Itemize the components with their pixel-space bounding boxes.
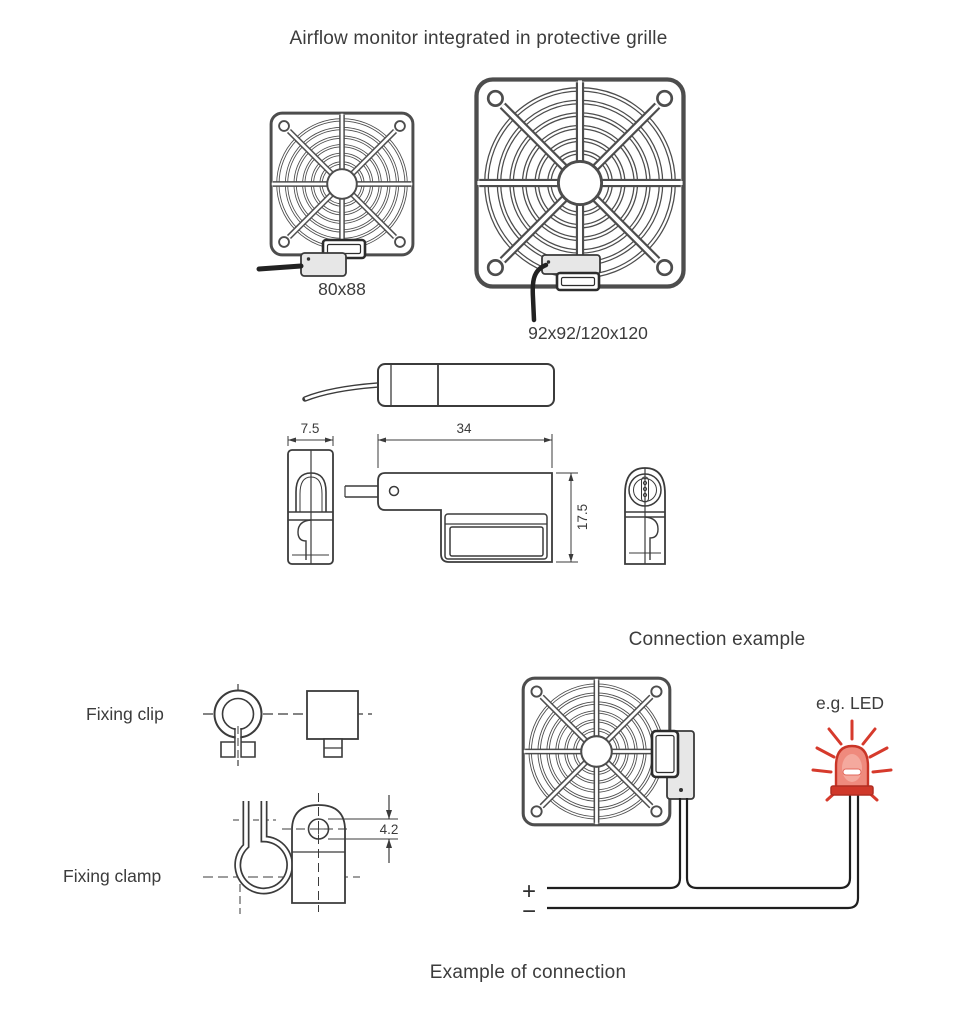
large-protective-grille-drawing bbox=[465, 70, 700, 323]
fixing-clip-drawing bbox=[203, 684, 372, 766]
clip-side-view bbox=[306, 690, 359, 740]
footer-caption: Example of connection bbox=[429, 962, 627, 983]
fixing-clamp-label: Fixing clamp bbox=[63, 866, 162, 886]
small-grille-size-label: 80x88 bbox=[318, 279, 366, 299]
airflow-monitor-icon bbox=[541, 254, 601, 275]
dim-height-label: 17.5 bbox=[575, 504, 590, 530]
airflow-monitor-icon bbox=[300, 252, 347, 277]
dimension-arrows bbox=[288, 437, 574, 562]
monitor-body-icon bbox=[377, 363, 555, 407]
connection-diagram: + − bbox=[505, 665, 893, 925]
small-protective-grille-drawing bbox=[256, 104, 430, 277]
monitor-clip-icon bbox=[555, 271, 601, 292]
airflow-monitor-top-view-drawing bbox=[302, 363, 555, 407]
connection-wires bbox=[547, 794, 860, 910]
dim-width-label: 7.5 bbox=[301, 421, 320, 436]
dim-length-label: 34 bbox=[456, 421, 472, 436]
fixing-clamp-drawing: 4.2 bbox=[203, 793, 403, 914]
large-grille-size-label: 92x92/120x120 bbox=[528, 323, 648, 343]
led-label: e.g. LED bbox=[815, 693, 885, 713]
plus-terminal-label: + bbox=[522, 878, 536, 905]
monitor-clip-icon bbox=[650, 729, 680, 779]
led-icon bbox=[830, 744, 874, 796]
dimension-drawing: 7.5 34 17.5 bbox=[287, 421, 666, 565]
clip-foot-icon bbox=[240, 728, 256, 758]
minus-terminal-label: − bbox=[522, 898, 536, 925]
hole-dimension-label: 4.2 bbox=[380, 822, 399, 837]
connection-heading: Connection example bbox=[628, 629, 806, 650]
fixing-clip-label: Fixing clip bbox=[86, 704, 164, 724]
monitor-cable-icon bbox=[530, 262, 549, 323]
clip-foot-icon bbox=[220, 728, 236, 758]
page-title: Airflow monitor integrated in protective… bbox=[289, 28, 668, 49]
monitor-cable-icon bbox=[256, 263, 304, 272]
